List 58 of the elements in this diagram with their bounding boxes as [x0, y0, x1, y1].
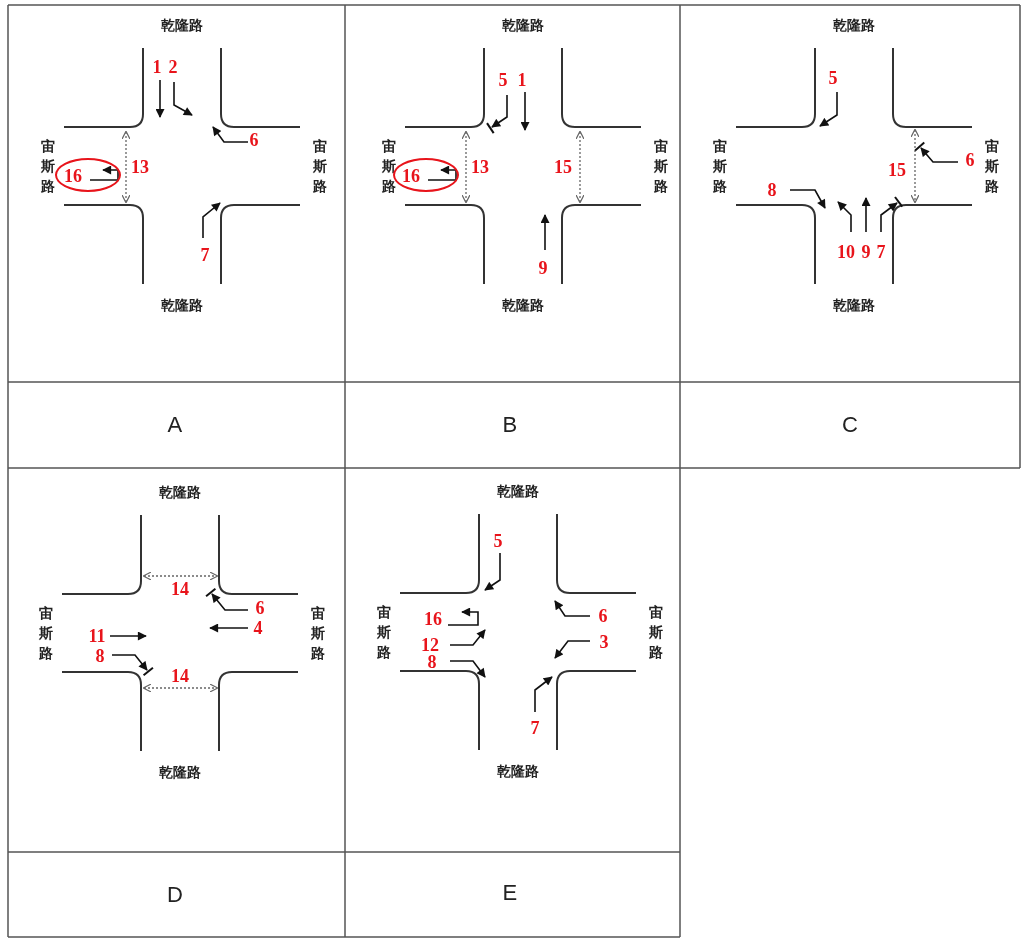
- movement-number: 15: [554, 158, 572, 176]
- road-name: 乾隆路: [159, 765, 201, 779]
- highlight-ellipse: [55, 158, 121, 192]
- road-name: 乾隆路: [161, 18, 203, 32]
- movement-number: 14: [171, 580, 189, 598]
- road-name: 宙斯路: [312, 137, 328, 196]
- road-name: 乾隆路: [159, 485, 201, 499]
- movement-number: 8: [767, 181, 777, 199]
- movement-number: 5: [498, 71, 508, 89]
- road-name: 乾隆路: [497, 484, 539, 498]
- road-name: 乾隆路: [497, 764, 539, 778]
- road-name: 乾隆路: [833, 18, 875, 32]
- movement-number: 11: [88, 627, 106, 645]
- road-name: 乾隆路: [502, 18, 544, 32]
- road-name: 宙斯路: [40, 137, 56, 196]
- movement-number: 16: [402, 167, 420, 185]
- movement-number: 5: [828, 69, 838, 87]
- movement-number: 5: [493, 532, 503, 550]
- road-name: 宙斯路: [712, 137, 728, 196]
- movement-number: 3: [599, 633, 609, 651]
- road-name: 宙斯路: [376, 603, 392, 662]
- movement-number: 8: [427, 653, 437, 671]
- movement-number: 9: [861, 243, 871, 261]
- road-name: 宙斯路: [381, 137, 397, 196]
- movement-number: 6: [255, 599, 265, 617]
- panel-letter: B: [502, 414, 518, 436]
- movement-number: 6: [249, 131, 259, 149]
- movement-number: 7: [200, 246, 210, 264]
- movement-number: 7: [530, 719, 540, 737]
- movement-number: 6: [965, 151, 975, 169]
- panel-letter: A: [167, 414, 183, 436]
- road-name: 宙斯路: [38, 604, 54, 663]
- movement-number: 1: [152, 58, 162, 76]
- movement-number: 8: [95, 647, 105, 665]
- road-name: 宙斯路: [310, 604, 326, 663]
- movement-number: 14: [171, 667, 189, 685]
- movement-number: 10: [837, 243, 855, 261]
- road-name: 乾隆路: [502, 298, 544, 312]
- panel-letter: E: [502, 882, 518, 904]
- road-name: 乾隆路: [161, 298, 203, 312]
- road-name: 乾隆路: [833, 298, 875, 312]
- movement-number: 16: [424, 610, 442, 628]
- movement-number: 2: [168, 58, 178, 76]
- movement-number: 1: [517, 71, 527, 89]
- road-name: 宙斯路: [984, 137, 1000, 196]
- movement-number: 13: [471, 158, 489, 176]
- movement-number: 15: [888, 161, 906, 179]
- road-name: 宙斯路: [653, 137, 669, 196]
- panel-letter: C: [842, 414, 858, 436]
- movement-number: 9: [538, 259, 548, 277]
- movement-number: 6: [598, 607, 608, 625]
- movement-number: 12: [421, 636, 439, 654]
- movement-number: 16: [64, 167, 82, 185]
- movement-number: 7: [876, 243, 886, 261]
- road-name: 宙斯路: [648, 603, 664, 662]
- movement-number: 13: [131, 158, 149, 176]
- panel-letter: D: [167, 884, 183, 906]
- movement-number: 4: [253, 619, 263, 637]
